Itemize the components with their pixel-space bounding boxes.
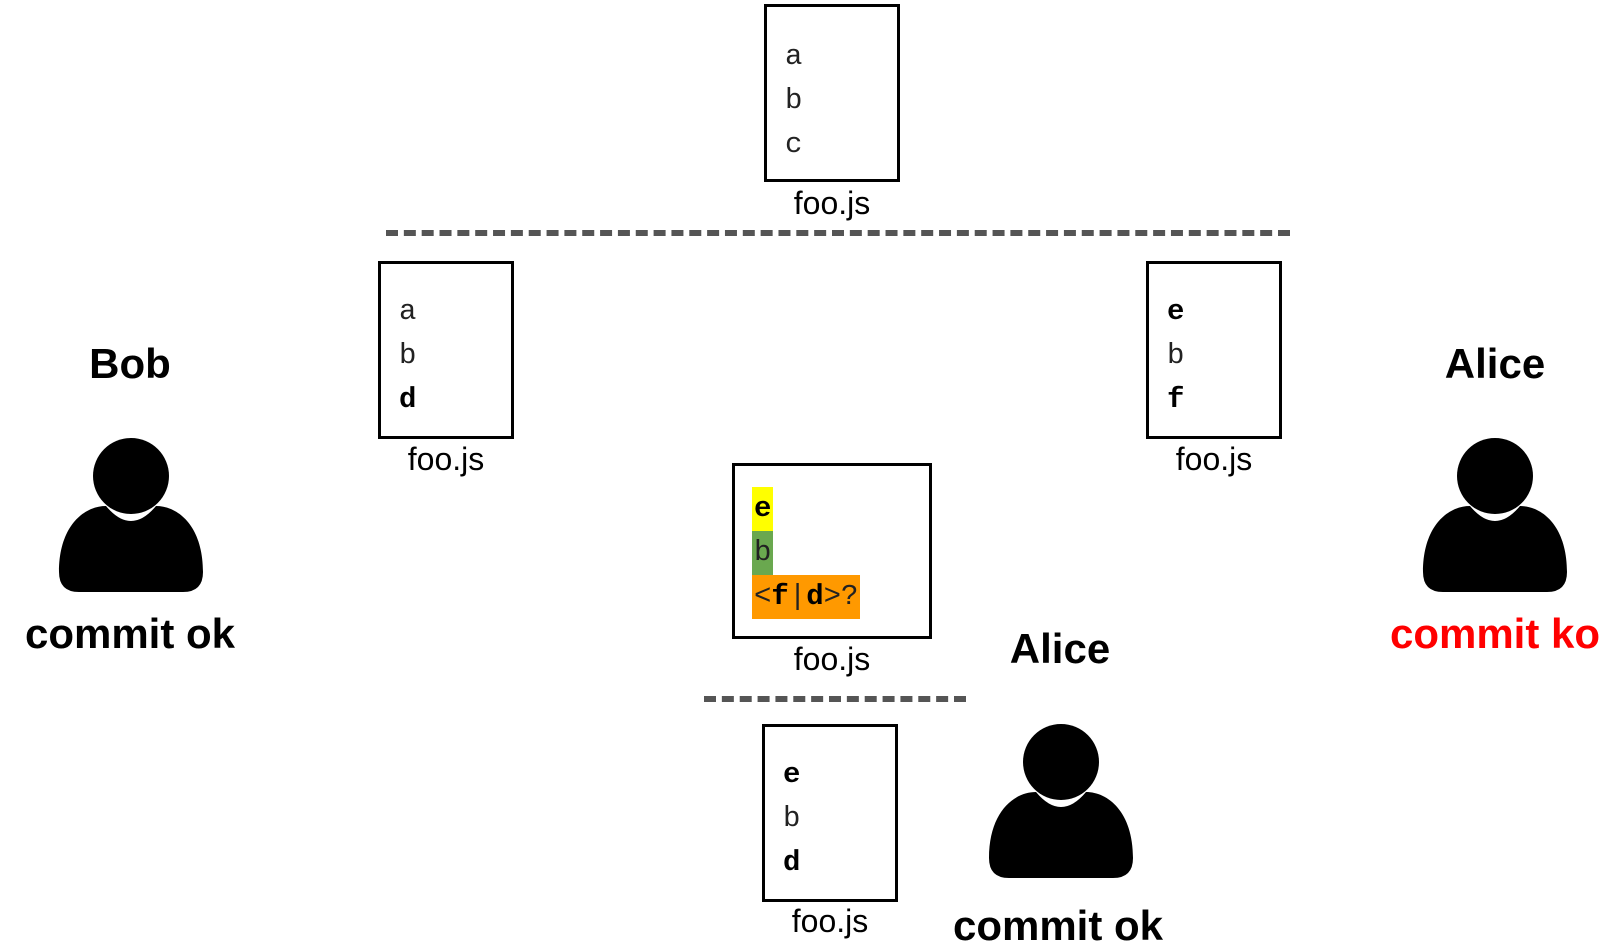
- alice-right-status: commit ko: [1389, 610, 1601, 657]
- merge-conflict-left: f: [771, 580, 789, 613]
- alice-right-filename: foo.js: [1175, 441, 1253, 477]
- bob-line-2: b: [399, 339, 417, 372]
- merge-conflict-open: <: [754, 580, 772, 613]
- alice-bottom-status: commit ok: [952, 902, 1164, 949]
- alice-bottom-file: e b d: [762, 724, 898, 902]
- merge-conflict-right: d: [806, 580, 824, 613]
- alice-right-person-icon: [1423, 438, 1567, 592]
- alice-bottom-line-2: b: [783, 802, 801, 835]
- bottom-divider: [704, 696, 966, 702]
- top-divider: [386, 230, 1290, 236]
- base-file: a b c: [764, 4, 900, 182]
- merge-line-3: <f|d>?: [752, 575, 861, 619]
- bob-filename: foo.js: [407, 441, 485, 477]
- alice-bottom-person-icon: [989, 724, 1133, 878]
- alice-right-line-2: b: [1167, 339, 1185, 372]
- merge-conflict-close: >?: [823, 580, 859, 613]
- alice-right-line-3: f: [1167, 383, 1185, 416]
- bob-line-3: d: [399, 383, 417, 416]
- base-line-3: c: [785, 128, 803, 161]
- bob-file: a b d: [378, 261, 514, 439]
- merge-conflict-separator: |: [788, 580, 807, 613]
- bob-person-icon: [59, 438, 203, 592]
- alice-right-name: Alice: [1444, 340, 1546, 387]
- merge-line-2: b: [752, 531, 774, 575]
- base-filename: foo.js: [793, 185, 871, 221]
- bob-line-1: a: [399, 295, 417, 328]
- merge-file: e b <f|d>?: [732, 463, 932, 639]
- alice-bottom-line-3: d: [783, 846, 801, 879]
- merge-line-1: e: [752, 487, 774, 531]
- alice-bottom-filename: foo.js: [791, 903, 869, 939]
- merge-filename: foo.js: [793, 641, 871, 677]
- alice-right-line-1: e: [1167, 295, 1185, 328]
- bob-status: commit ok: [24, 610, 236, 657]
- alice-bottom-line-1: e: [783, 758, 801, 791]
- base-line-2: b: [785, 84, 803, 117]
- base-line-1: a: [785, 40, 803, 73]
- bob-name: Bob: [89, 340, 171, 387]
- alice-bottom-name: Alice: [1009, 625, 1111, 672]
- alice-right-file: e b f: [1146, 261, 1282, 439]
